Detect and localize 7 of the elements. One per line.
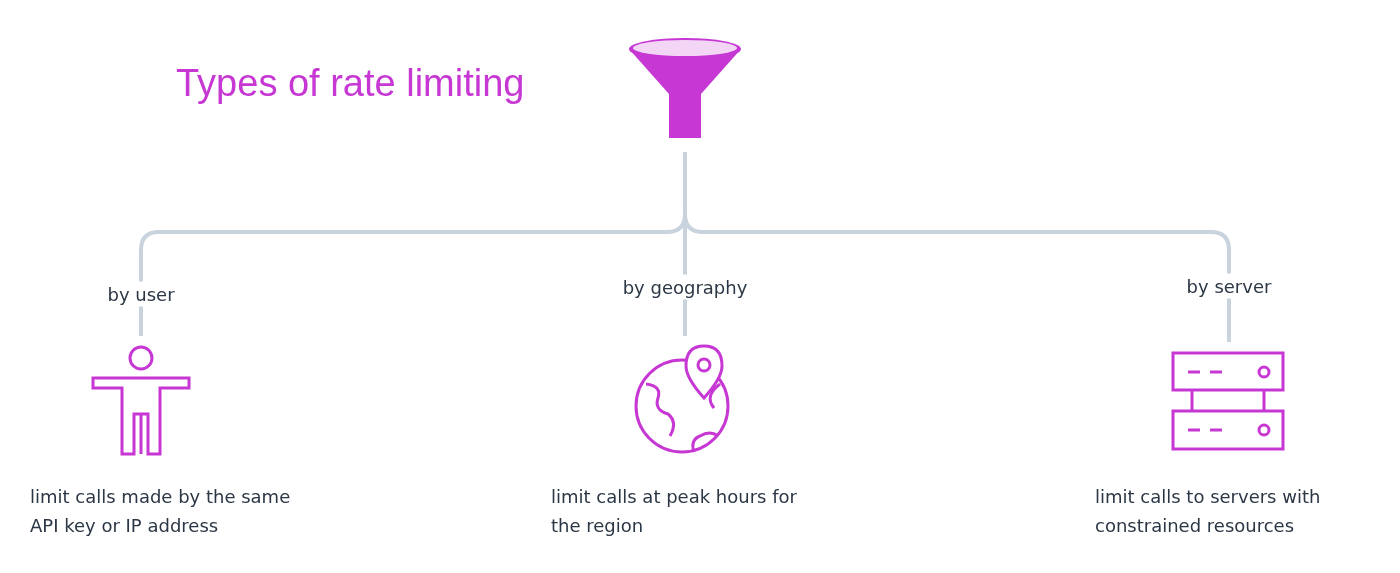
description-text: limit calls at peak hours for the region	[551, 485, 798, 538]
funnel-icon	[626, 36, 744, 140]
description-text: limit calls to servers with constrained resources	[1095, 485, 1322, 538]
person-icon	[90, 344, 192, 456]
description-text: limit calls made by the same API key or IP address	[30, 485, 292, 538]
title: Types of rate limiting	[176, 62, 525, 105]
server-icon	[1170, 350, 1286, 452]
